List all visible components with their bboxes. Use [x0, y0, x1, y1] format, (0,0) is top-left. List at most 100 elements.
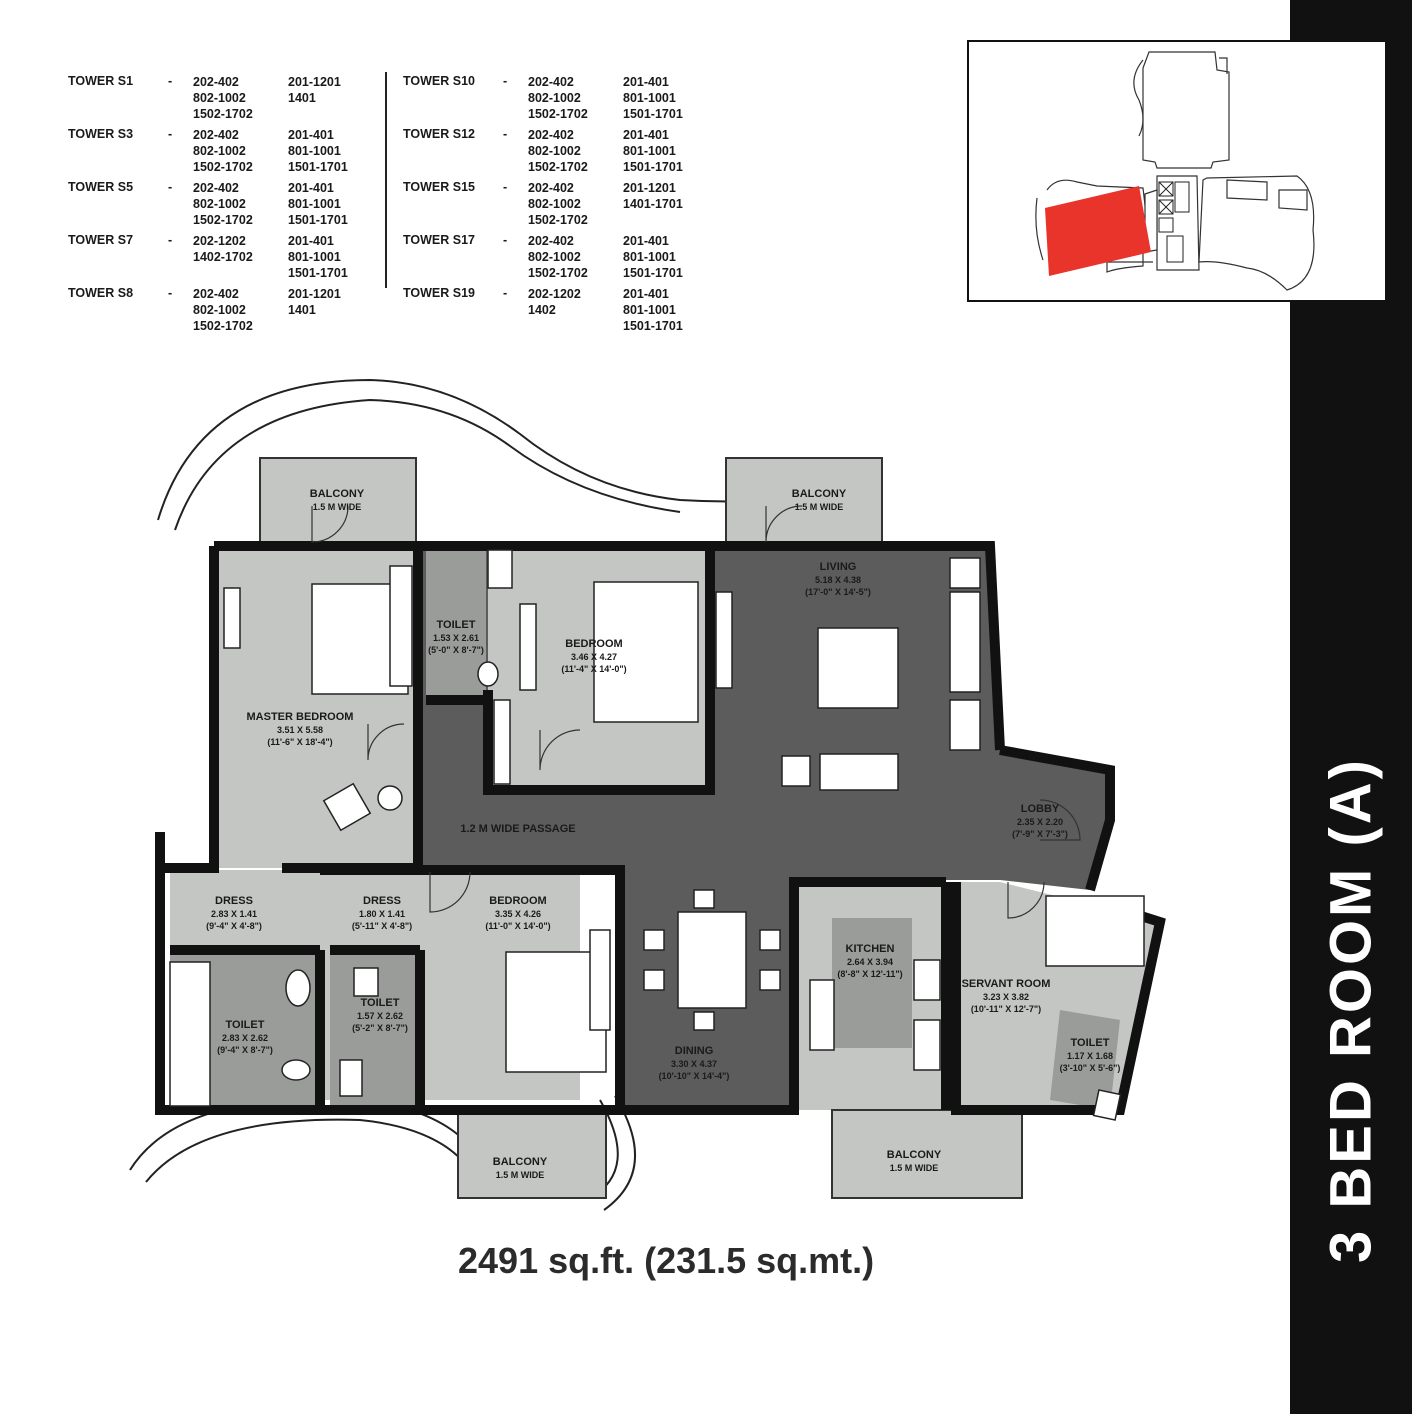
- armchair: [322, 782, 372, 832]
- walls: [155, 541, 1166, 1115]
- lobby-size: 2.35 X 2.20: [1017, 817, 1063, 827]
- toilet-top-imperial: (5'-0" X 8'-7"): [428, 645, 484, 655]
- toilet-servant-floor: [1050, 1010, 1120, 1110]
- bedroom-top-bed: [593, 581, 699, 723]
- kitchen-imperial: (8'-8" X 12'-11"): [837, 969, 902, 979]
- tower-name: TOWER S8: [68, 286, 134, 300]
- tower-name: TOWER S19: [403, 286, 476, 300]
- living-sofa: [819, 753, 899, 791]
- living-size: 5.18 X 4.38: [815, 575, 861, 585]
- tower-dash: -: [168, 127, 173, 141]
- tower-units-col2: 201-401 801-1001 1501-1701: [288, 181, 348, 227]
- toilet-servant-size: 1.17 X 1.68: [1067, 1051, 1113, 1061]
- dining-label: DINING: [675, 1045, 714, 1057]
- tower-row: TOWER S15 - 202-402 802-1002 1502-1702 201-…: [403, 180, 703, 232]
- tower-row: TOWER S19 - 202-1202 1402 201-401 801-1001 …: [403, 286, 703, 338]
- tower-row: TOWER S5 - 202-402 802-1002 1502-1702 201-4…: [68, 180, 368, 232]
- tower-dash: -: [503, 74, 508, 88]
- living-imperial: (17'-0" X 14'-5"): [805, 587, 871, 597]
- plan-type-title: 3 BED ROOM (A): [1318, 757, 1384, 1263]
- tower-units-col1: 202-402 802-1002 1502-1702: [193, 287, 253, 333]
- kitchen-wet-floor: [832, 918, 912, 1048]
- tower-dash: -: [168, 180, 173, 194]
- tower-units-col2: 201-401 801-1001 1501-1701: [623, 128, 683, 174]
- toilet-left-label: TOILET: [226, 1019, 265, 1031]
- bedroom-bottom-label: BEDROOM: [489, 895, 546, 907]
- doors: [311, 505, 1081, 919]
- balcony-1-size: 1.5 M WIDE: [313, 502, 362, 512]
- dining-imperial: (10'-10" X 14'-4"): [659, 1071, 730, 1081]
- tower-units-col1: 202-402 802-1002 1502-1702: [193, 181, 253, 227]
- tower-name: TOWER S10: [403, 74, 476, 88]
- tower-dash: -: [168, 233, 173, 247]
- furniture: [169, 549, 1145, 1121]
- tower-name: TOWER S5: [68, 180, 134, 194]
- tower-units-col2: 201-401 801-1001 1501-1701: [623, 287, 683, 333]
- balcony-2: [725, 457, 883, 547]
- lobby-imperial: (7'-9" X 7'-3"): [1012, 829, 1068, 839]
- tower-units-col2: 201-401 801-1001 1501-1701: [288, 128, 348, 174]
- kitchen-label: KITCHEN: [846, 943, 895, 955]
- toilet-mid-size: 1.57 X 2.62: [357, 1011, 403, 1021]
- tower-name: TOWER S15: [403, 180, 476, 194]
- tower-name: TOWER S1: [68, 74, 134, 88]
- balcony-1-label: BALCONY: [310, 488, 365, 500]
- tower-dash: -: [168, 74, 173, 88]
- tower-units-col1: 202-402 802-1002 1502-1702: [528, 181, 588, 227]
- tower-units-col2: 201-401 801-1001 1501-1701: [623, 234, 683, 280]
- balcony-3: [457, 1109, 607, 1199]
- balcony-4-label: BALCONY: [887, 1149, 942, 1161]
- kitchen-size: 2.64 X 3.94: [847, 957, 893, 967]
- tower-dash: -: [503, 286, 508, 300]
- dress-left-label: DRESS: [215, 895, 253, 907]
- key-plan: [967, 40, 1387, 302]
- bedroom-bottom-imperial: (11'-0" X 14'-0"): [485, 921, 550, 931]
- bedroom-top-imperial: (11'-4" X 14'-0"): [561, 664, 626, 674]
- tower-dash: -: [503, 180, 508, 194]
- room-labels: BALCONY 1.5 M WIDE BALCONY 1.5 M WIDE BA…: [206, 488, 1120, 1180]
- toilet-left-imperial: (9'-4" X 8'-7"): [217, 1045, 273, 1055]
- tower-units-col1: 202-402 802-1002 1502-1702: [528, 75, 588, 121]
- living-label: LIVING: [820, 561, 857, 573]
- tower-units-col2: 201-1201 1401-1701: [623, 181, 683, 211]
- servant-room-label: SERVANT ROOM: [962, 978, 1051, 990]
- passage-label: 1.2 M WIDE PASSAGE: [460, 823, 575, 835]
- toilet-servant-imperial: (3'-10" X 5'-6"): [1060, 1063, 1121, 1073]
- balcony-4-size: 1.5 M WIDE: [890, 1163, 939, 1173]
- master-bedroom-imperial: (11'-6" X 18'-4"): [267, 737, 332, 747]
- bedroom-top-label: BEDROOM: [565, 638, 622, 650]
- toilet-top-label: TOILET: [437, 619, 476, 631]
- tower-row: TOWER S3 - 202-402 802-1002 1502-1702 201-4…: [68, 127, 368, 179]
- toilet-top-size: 1.53 X 2.61: [433, 633, 479, 643]
- tower-name: TOWER S17: [403, 233, 476, 247]
- tower-units-col1: 202-402 802-1002 1502-1702: [528, 128, 588, 174]
- dress-mid-label: DRESS: [363, 895, 401, 907]
- lobby-label: LOBBY: [1021, 803, 1060, 815]
- tower-name: TOWER S3: [68, 127, 134, 141]
- dress-mid-imperial: (5'-11" X 4'-8"): [352, 921, 412, 931]
- toilet-left-size: 2.83 X 2.62: [222, 1033, 268, 1043]
- tower-dash: -: [503, 233, 508, 247]
- dining-size: 3.30 X 4.37: [671, 1059, 717, 1069]
- bedroom-bottom-size: 3.35 X 4.26: [495, 909, 541, 919]
- tower-units-col1: 202-1202 1402: [528, 287, 581, 317]
- master-bedroom-size: 3.51 X 5.58: [277, 725, 323, 735]
- servant-room-imperial: (10'-11" X 12'-7"): [971, 1004, 1041, 1014]
- tower-units-col1: 202-402 802-1002 1502-1702: [193, 128, 253, 174]
- living-coffee-table: [817, 627, 899, 709]
- highlighted-unit: [1045, 186, 1151, 276]
- toilet-top-floor: [426, 550, 486, 700]
- tower-units-col1: 202-1202 1402-1702: [193, 234, 253, 264]
- area-caption: 2491 sq.ft. (231.5 sq.mt.): [458, 1240, 875, 1281]
- balcony-3-label: BALCONY: [493, 1156, 548, 1168]
- tower-units-col2: 201-1201 1401: [288, 287, 341, 317]
- balcony-2-size: 1.5 M WIDE: [795, 502, 844, 512]
- dress-mid-size: 1.80 X 1.41: [359, 909, 405, 919]
- tower-name: TOWER S12: [403, 127, 476, 141]
- dress-left-imperial: (9'-4" X 4'-8"): [206, 921, 262, 931]
